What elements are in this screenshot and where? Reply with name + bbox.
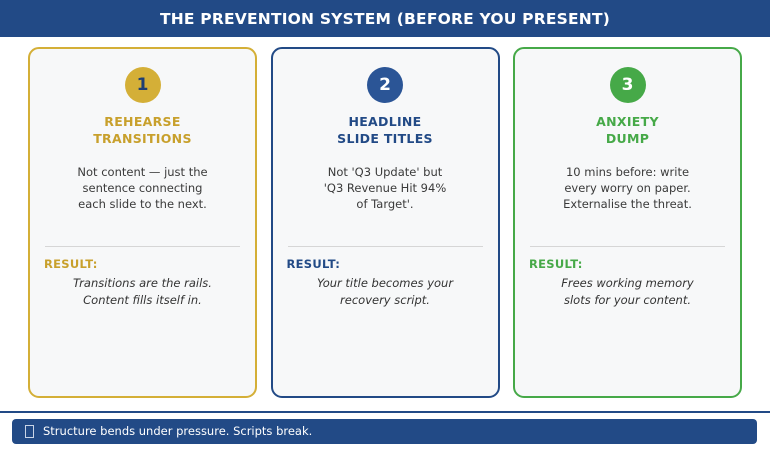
card-divider <box>287 246 483 248</box>
card-spacer <box>44 213 241 247</box>
result-text: Frees working memory slots for your cont… <box>561 276 694 307</box>
prevention-card-headline-slide-titles[interactable]: 2 HEADLINE SLIDE TITLES Not 'Q3 Update' … <box>270 47 500 398</box>
prevention-card-anxiety-dump[interactable]: 3 ANXIETY DUMP 10 mins before: write eve… <box>513 47 742 398</box>
footer-text: Structure bends under pressure. Scripts … <box>43 423 313 438</box>
result-label: RESULT: <box>286 257 341 272</box>
result-label: RESULT: <box>44 257 98 272</box>
card-spacer <box>287 213 484 247</box>
card-spacer <box>529 213 726 247</box>
result-text: Your title becomes your recovery script. <box>316 276 454 307</box>
result-text: Transitions are the rails. Content fills… <box>73 276 212 307</box>
footer-banner: Structure bends under pressure. Scripts … <box>12 419 757 444</box>
card-divider <box>530 246 725 248</box>
card-bottom-pad <box>44 308 241 386</box>
header-bar: THE PREVENTION SYSTEM (BEFORE YOU PRESEN… <box>0 0 770 37</box>
prevention-card-rehearse-transitions[interactable]: 1 REHEARSE TRANSITIONS Not content — jus… <box>28 47 257 398</box>
result-label: RESULT: <box>529 257 583 272</box>
card-body-text: 10 mins before: write every worry on pap… <box>563 164 692 212</box>
card-number-badge: 2 <box>367 67 403 103</box>
card-bottom-pad <box>529 308 726 386</box>
card-body-text: Not content — just the sentence connecti… <box>77 164 208 212</box>
page-title: THE PREVENTION SYSTEM (BEFORE YOU PRESEN… <box>159 9 611 28</box>
card-bottom-pad <box>287 308 484 386</box>
card-number-badge: 3 <box>609 67 646 103</box>
prevention-cards-row: 1 REHEARSE TRANSITIONS Not content — jus… <box>28 47 742 398</box>
card-body-text: Not 'Q3 Update' but 'Q3 Revenue Hit 94% … <box>323 164 447 212</box>
card-title: REHEARSE TRANSITIONS <box>93 114 192 146</box>
card-number-badge: 1 <box>124 67 161 103</box>
missing-glyph-box-icon <box>25 425 34 438</box>
card-divider <box>45 246 240 248</box>
card-title: HEADLINE SLIDE TITLES <box>337 114 433 146</box>
footer-divider-rule <box>0 411 770 413</box>
card-title: ANXIETY DUMP <box>596 114 659 146</box>
